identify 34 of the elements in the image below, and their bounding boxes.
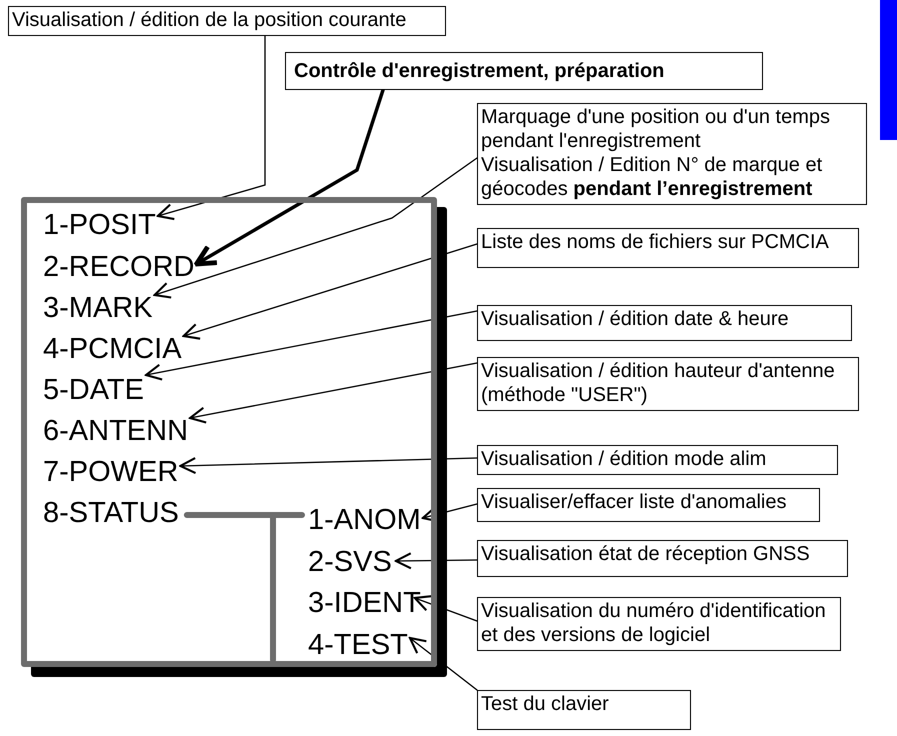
- menu-item: 2-RECORD: [43, 250, 194, 284]
- menu-item: 3-IDENT: [308, 586, 421, 620]
- arrow: [182, 243, 478, 340]
- branch-connector: [184, 512, 305, 663]
- callout-box: Visualiser/effacer liste d'anomalies: [477, 488, 820, 522]
- menu-item: 7-POWER: [43, 455, 178, 489]
- arrow: [179, 457, 478, 474]
- menu-item: 8-STATUS: [43, 496, 179, 530]
- callout-text: Marquage d'une position ou d'un temps pendant l'enregistrement: [481, 105, 831, 153]
- arrow: [156, 35, 266, 220]
- callout-box: Visualisation du numéro d'identification et des versions de logiciel: [477, 597, 841, 651]
- arrow: [154, 157, 478, 299]
- callout-box: Visualisation état de réception GNSS: [477, 540, 848, 577]
- menu-item: 1-ANOM: [308, 503, 421, 537]
- menu-item: 5-DATE: [43, 373, 144, 407]
- callout-box: Contrôle d'enregistrement, préparation: [285, 52, 763, 90]
- arrow: [144, 310, 478, 381]
- callout-box: Liste des noms de fichiers sur PCMCIA: [477, 228, 859, 268]
- menu-item: 3-MARK: [43, 291, 153, 325]
- menu-item: 4-TEST: [308, 628, 408, 662]
- arrow: [194, 88, 385, 266]
- callout-text: Visualisation / Edition N° de marque et géocodes pendant l’enregistrement: [481, 153, 824, 201]
- callout-box: [477, 103, 867, 205]
- callout-box: Test du clavier: [477, 690, 691, 730]
- arrow: [188, 362, 478, 424]
- callout-box: Visualisation / édition de la position courante: [8, 6, 446, 36]
- callout-box: Visualisation / édition hauteur d'antenne (méthode "USER"): [477, 357, 859, 411]
- callout-box: Visualisation / édition mode alim: [477, 445, 838, 475]
- menu-item: 2-SVS: [308, 545, 392, 579]
- menu-item: 4-PCMCIA: [43, 332, 182, 366]
- menu-item: 1-POSIT: [43, 208, 156, 242]
- callout-box: Visualisation / édition date & heure: [477, 305, 852, 341]
- callout-box: [880, 0, 897, 140]
- menu-item: 6-ANTENN: [43, 414, 188, 448]
